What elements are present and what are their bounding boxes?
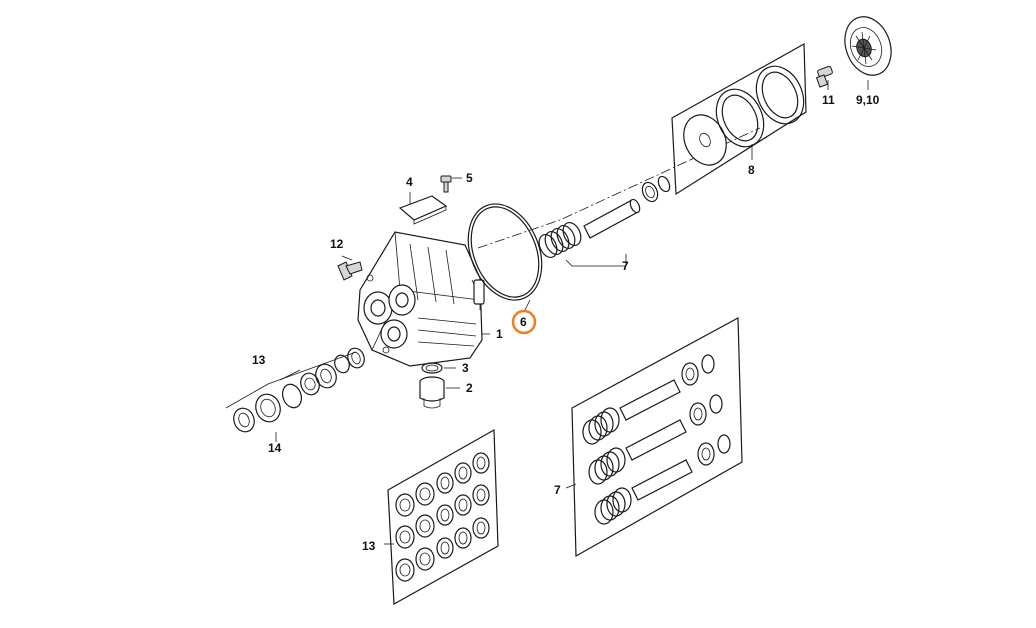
cover-screw[interactable] — [440, 175, 452, 193]
callout-part-7-top[interactable]: 7 — [622, 259, 629, 273]
valve-spring[interactable] — [536, 220, 585, 261]
callout-part-12[interactable]: 12 — [330, 237, 344, 251]
callout-part-13-kit[interactable]: 13 — [362, 539, 376, 553]
gasket-kit[interactable] — [671, 42, 813, 196]
seal-kit[interactable] — [387, 428, 499, 605]
callout-part-5[interactable]: 5 — [466, 171, 473, 185]
oil-plug[interactable] — [419, 376, 445, 409]
callout-part-4[interactable]: 4 — [406, 175, 413, 189]
callout-part-6-highlight[interactable] — [511, 309, 537, 335]
piston-kit[interactable] — [571, 317, 743, 558]
pump-housing[interactable] — [357, 231, 485, 367]
callout-part-6[interactable]: 6 — [520, 315, 527, 329]
leader-lines — [225, 80, 869, 545]
callout-part-8[interactable]: 8 — [748, 163, 755, 177]
callout-part-9-10[interactable]: 9,10 — [856, 93, 880, 107]
callout-part-1[interactable]: 1 — [496, 327, 503, 341]
seal-ring[interactable] — [421, 362, 443, 374]
callout-part-11[interactable]: 11 — [822, 93, 835, 107]
callout-part-13-top[interactable]: 13 — [252, 353, 266, 367]
cover-plate[interactable] — [398, 195, 448, 225]
piston-seals[interactable] — [639, 175, 671, 204]
bearing-screw[interactable] — [815, 65, 833, 88]
bearing[interactable] — [837, 10, 899, 81]
piston[interactable] — [583, 198, 642, 239]
callout-part-7-kit[interactable]: 7 — [554, 483, 561, 497]
callout-part-2[interactable]: 2 — [466, 381, 473, 395]
o-ring[interactable] — [455, 193, 556, 311]
callout-part-3[interactable]: 3 — [462, 361, 469, 375]
seal-stack[interactable] — [230, 346, 366, 435]
housing-screw[interactable] — [337, 261, 363, 281]
callout-part-14[interactable]: 14 — [268, 441, 282, 455]
